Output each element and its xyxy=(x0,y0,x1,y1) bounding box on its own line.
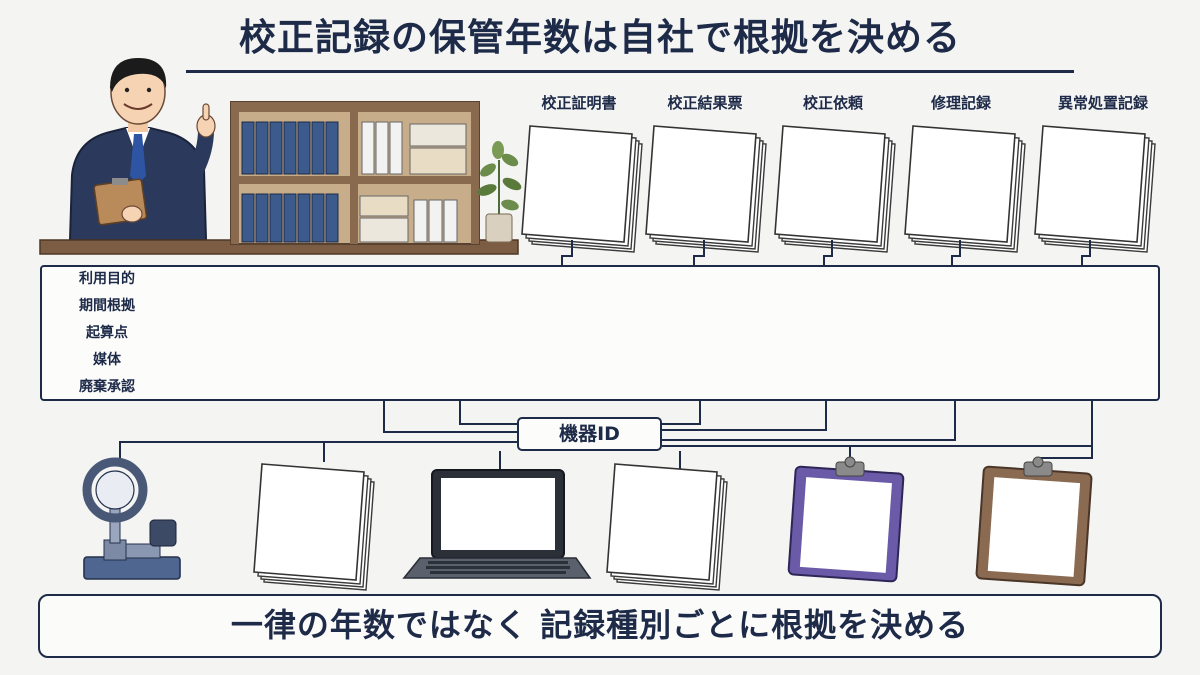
page-title: 校正記録の保管年数は自社で根拠を決める xyxy=(239,16,961,59)
document-stack-4 xyxy=(904,125,1026,253)
record-type-label: 校正依頼 xyxy=(802,94,863,112)
matrix-row-label: 媒体 xyxy=(93,352,121,368)
record-type-label: 校正結果票 xyxy=(667,94,743,112)
record-type-label: 異常処置記録 xyxy=(1057,94,1148,112)
bottom-document-stack-1 xyxy=(253,463,375,591)
gauge-instrument-illustration xyxy=(82,457,181,580)
document-stack-1 xyxy=(521,125,643,253)
laptop-illustration xyxy=(402,469,592,579)
top-connectors xyxy=(561,240,1091,265)
document-stack-2 xyxy=(645,125,767,253)
matrix-row-label: 廃棄承認 xyxy=(79,379,135,395)
footer-message: 一律の年数ではなく 記録種別ごとに根拠を決める xyxy=(38,594,1162,658)
matrix-row-label: 利用目的 xyxy=(79,271,135,287)
potted-plant-illustration xyxy=(477,141,522,243)
bottom-document-stack-2 xyxy=(606,463,728,591)
title-underline xyxy=(186,70,1074,73)
machine-id-hub: 機器ID xyxy=(517,417,662,451)
clipboard-brown-illustration xyxy=(975,456,1093,587)
hub-connectors xyxy=(119,401,1093,470)
businessman-illustration xyxy=(68,58,216,241)
bookshelf-illustration xyxy=(230,101,480,245)
record-type-label: 修理記録 xyxy=(930,94,991,112)
matrix-row-label: 起算点 xyxy=(86,325,128,341)
retention-matrix xyxy=(40,265,1160,401)
matrix-row-label: 期間根拠 xyxy=(79,298,135,314)
record-type-label: 校正証明書 xyxy=(541,94,617,112)
clipboard-purple-illustration xyxy=(787,456,905,583)
document-stack-5 xyxy=(1034,125,1156,253)
document-stack-3 xyxy=(774,125,896,253)
